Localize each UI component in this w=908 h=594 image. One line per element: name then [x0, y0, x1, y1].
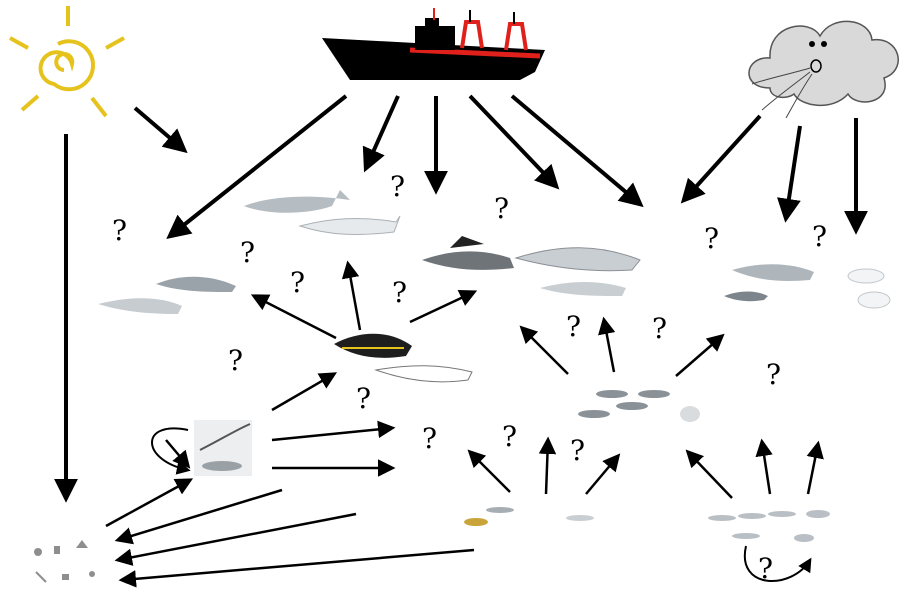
question-mark: ? — [566, 310, 581, 343]
question-mark: ? — [652, 312, 667, 345]
question-mark: ? — [290, 266, 305, 299]
question-mark: ? — [704, 222, 719, 255]
mackerel-icon — [724, 264, 891, 309]
question-mark: ? — [570, 434, 585, 467]
sun-icon — [9, 6, 125, 118]
dolphin-icon — [98, 276, 236, 314]
question-marks: ? ? ? ? ? ? ? ? ? ? ? ? ? ? ? ? ? — [112, 170, 827, 585]
juvenile-fish-icon — [464, 507, 594, 526]
question-mark: ? — [390, 170, 405, 203]
question-mark: ? — [494, 192, 509, 225]
question-mark: ? — [356, 382, 371, 415]
question-mark: ? — [812, 220, 827, 253]
question-mark: ? — [502, 420, 517, 453]
sailfish-marlin-icon — [422, 236, 641, 296]
larvae-icon — [708, 510, 830, 542]
question-mark: ? — [758, 552, 773, 585]
shark-icon — [244, 190, 401, 235]
zooplankton-icon — [194, 420, 252, 476]
phytoplankton-icon — [34, 540, 95, 583]
flow-arrows-major — [54, 94, 868, 503]
fishing-ship-icon — [322, 8, 545, 80]
squid-small-fish-icon — [578, 390, 700, 422]
question-mark: ? — [422, 422, 437, 455]
question-mark: ? — [228, 344, 243, 377]
question-mark: ? — [240, 236, 255, 269]
wind-cloud-icon — [748, 20, 899, 119]
question-mark: ? — [392, 276, 407, 309]
tuna-icon — [334, 333, 473, 383]
question-mark: ? — [766, 358, 781, 391]
zooplankton-self-loop — [151, 427, 191, 475]
larvae-self-loop — [743, 545, 812, 582]
flow-arrows-minor — [105, 260, 824, 588]
question-mark: ? — [112, 214, 127, 247]
